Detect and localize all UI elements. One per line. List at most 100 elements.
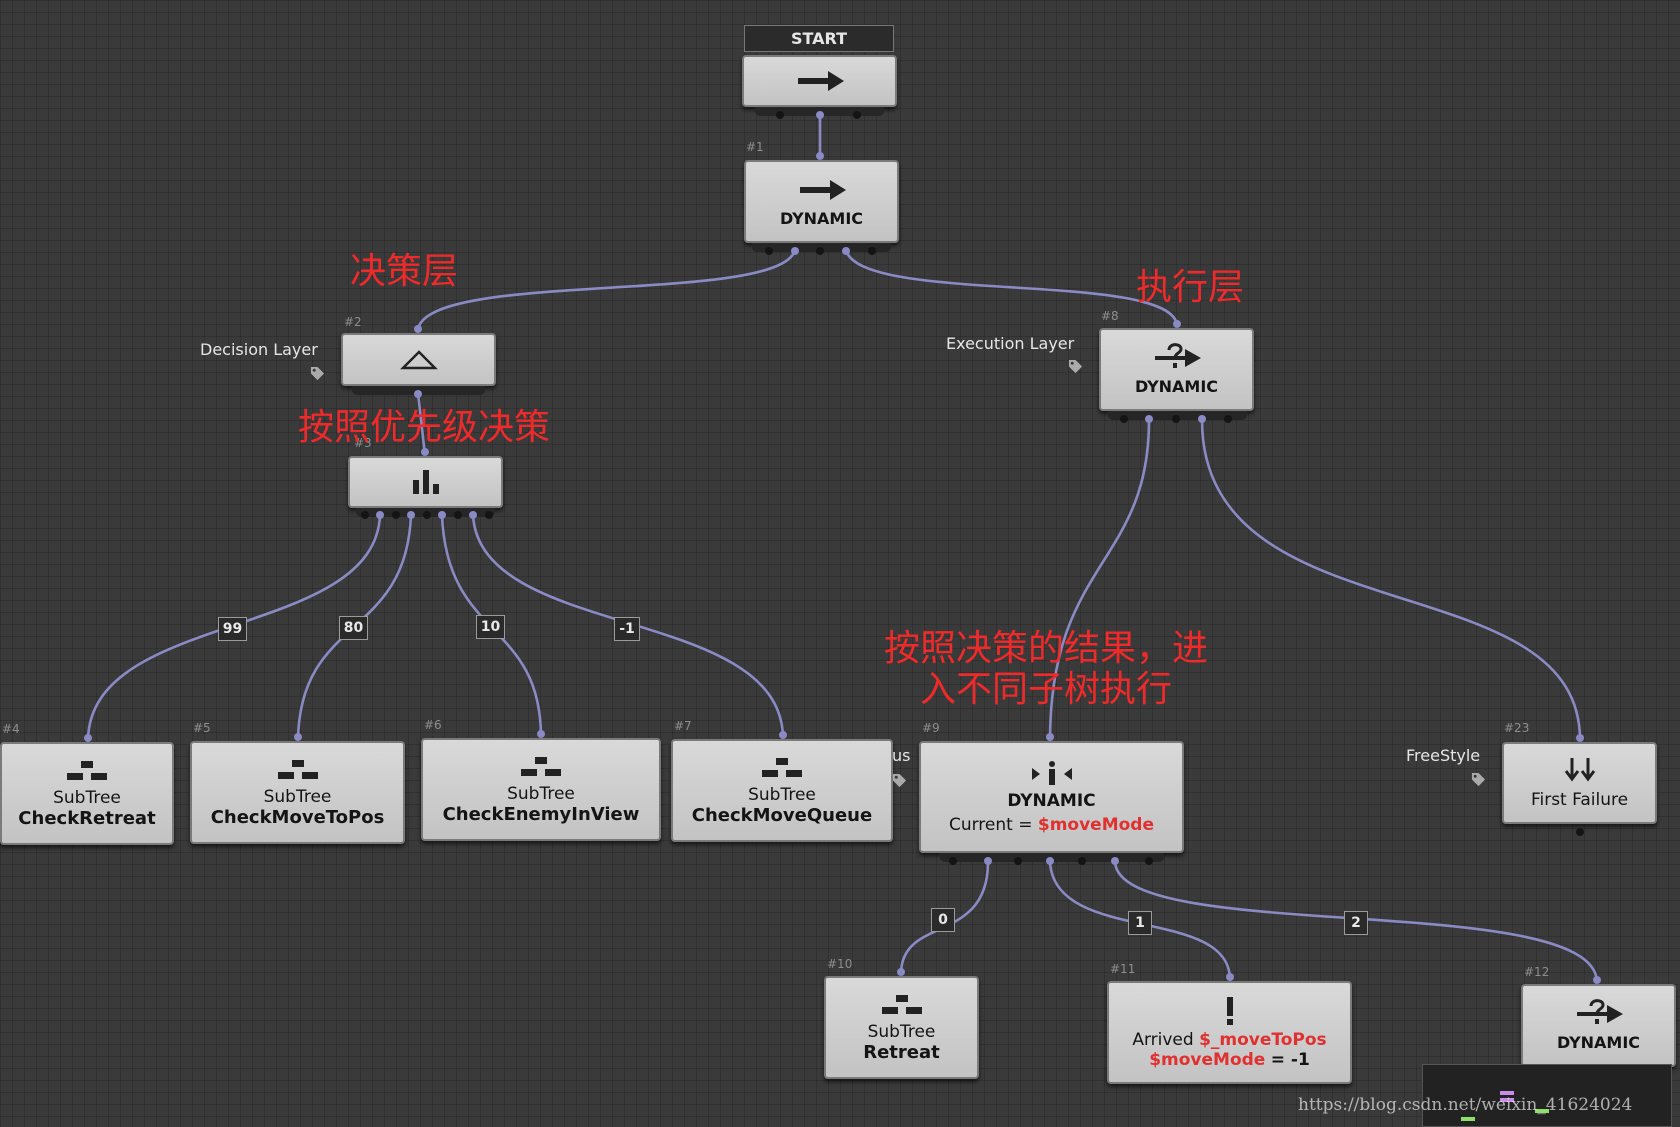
case-badge: 2 xyxy=(1344,911,1368,935)
port xyxy=(438,511,446,519)
node-tag-label: Execution Layer xyxy=(946,334,1075,353)
port xyxy=(485,511,493,519)
port xyxy=(1173,320,1181,328)
port xyxy=(454,511,462,519)
port xyxy=(1172,415,1180,423)
annotation-decision-layer: 决策层 xyxy=(350,251,459,292)
port xyxy=(776,111,784,119)
node-11-condition[interactable]: Arrived $_moveToPos $moveMode = -1 xyxy=(1107,981,1352,1084)
arrow-right-icon xyxy=(797,71,844,91)
node-id-6: #6 xyxy=(424,718,442,732)
node-title: DYNAMIC xyxy=(779,209,864,229)
minimap-mark xyxy=(1500,1091,1514,1095)
node-9-dynamic-switch[interactable]: DYNAMIC Current = $moveMode xyxy=(919,741,1184,853)
port xyxy=(294,733,302,741)
node-id-2: #2 xyxy=(344,315,362,329)
info-switch-icon xyxy=(1031,761,1072,786)
port xyxy=(1224,415,1232,423)
node-condition-row: $moveMode = -1 xyxy=(1149,1049,1310,1071)
tag-icon xyxy=(1068,359,1083,374)
annotation-result: 按照决策的结果，进 入不同子树执行 xyxy=(884,628,1208,711)
start-node[interactable] xyxy=(742,55,897,107)
node-8-execution-layer[interactable]: DYNAMIC xyxy=(1099,328,1254,411)
port xyxy=(392,511,400,519)
annotation-execution-layer: 执行层 xyxy=(1136,267,1245,308)
node-id-11: #11 xyxy=(1110,962,1136,976)
subtree-icon xyxy=(521,757,561,777)
node-id-9: #9 xyxy=(922,721,940,735)
port xyxy=(868,247,876,255)
node-tag-label: Decision Layer xyxy=(200,340,318,359)
annotation-result-line2: 入不同子树执行 xyxy=(920,669,1173,711)
arrow-right-icon xyxy=(799,180,846,201)
node-3-priority-selector[interactable] xyxy=(348,456,503,508)
wire-2-3 xyxy=(416,392,427,456)
wire-8-9 xyxy=(1048,417,1151,742)
wire-8-23 xyxy=(1200,417,1582,741)
case-badge: 1 xyxy=(1128,911,1152,935)
port xyxy=(1145,415,1153,423)
minimap-mark xyxy=(1535,1109,1549,1113)
node-current-row: Current = $moveMode xyxy=(948,815,1155,836)
tag-icon xyxy=(310,366,325,381)
node-title: First Failure xyxy=(1530,790,1629,811)
tag-icon xyxy=(1471,772,1486,787)
node-4-subtree[interactable]: SubTree CheckRetreat xyxy=(0,742,174,845)
subtree-icon xyxy=(881,995,922,1015)
subtree-icon xyxy=(67,761,107,781)
watermark: https://blog.csdn.net/weixin_41624024 xyxy=(1298,1095,1633,1115)
node-1-sequence[interactable]: DYNAMIC xyxy=(744,160,899,243)
port xyxy=(1078,857,1086,865)
port xyxy=(765,247,773,255)
node-subtitle: SubTree xyxy=(263,787,332,808)
port xyxy=(1120,415,1128,423)
port xyxy=(779,731,787,739)
node-id-4: #4 xyxy=(2,722,20,736)
minimap-panel[interactable] xyxy=(1422,1064,1672,1127)
case-badge: 0 xyxy=(931,908,955,932)
node-23-parallel[interactable]: First Failure xyxy=(1502,742,1657,824)
node-id-7: #7 xyxy=(674,719,692,733)
node-title: CheckMoveToPos xyxy=(210,806,385,828)
node-12-dynamic-selector[interactable]: DYNAMIC xyxy=(1521,984,1676,1067)
port xyxy=(361,511,369,519)
node-10-subtree[interactable]: SubTree Retreat xyxy=(824,976,979,1079)
port xyxy=(537,730,545,738)
wire-1-8 xyxy=(844,249,1179,326)
port xyxy=(414,390,422,398)
port xyxy=(897,968,905,976)
dynamic-selector-icon xyxy=(1576,999,1623,1025)
port xyxy=(84,734,92,742)
subtree-icon xyxy=(762,758,802,778)
port xyxy=(816,152,824,160)
node-tag-label: us xyxy=(892,746,911,765)
triangle-up-icon xyxy=(399,349,438,369)
port xyxy=(1593,976,1601,984)
current-label: Current = xyxy=(948,815,1033,835)
port xyxy=(1198,415,1206,423)
node-id-10: #10 xyxy=(827,957,853,971)
port xyxy=(1014,857,1022,865)
node-subtitle: SubTree xyxy=(53,788,121,809)
port xyxy=(842,247,850,255)
condition-variable: $moveMode xyxy=(1149,1049,1266,1070)
node-arrived-row: Arrived $_moveToPos xyxy=(1132,1029,1326,1051)
node-5-subtree[interactable]: SubTree CheckMoveToPos xyxy=(190,741,405,844)
node-title: Retreat xyxy=(863,1041,940,1063)
arrived-label: Arrived xyxy=(1132,1029,1194,1050)
port xyxy=(469,511,477,519)
node-2-decision-layer[interactable] xyxy=(341,333,496,386)
port xyxy=(1576,734,1584,742)
minimap-mark xyxy=(1500,1098,1514,1102)
port xyxy=(407,511,415,519)
node-subtitle: SubTree xyxy=(867,1022,936,1043)
wire-1-2 xyxy=(416,249,797,330)
subtree-icon xyxy=(277,760,318,780)
port xyxy=(423,511,431,519)
current-variable: $moveMode xyxy=(1037,815,1155,835)
node-title: DYNAMIC xyxy=(1556,1033,1641,1053)
node-7-subtree[interactable]: SubTree CheckMoveQueue xyxy=(671,739,893,842)
port xyxy=(853,111,861,119)
node-6-subtree[interactable]: SubTree CheckEnemyInView xyxy=(421,738,661,841)
node-id-12: #12 xyxy=(1524,965,1550,979)
